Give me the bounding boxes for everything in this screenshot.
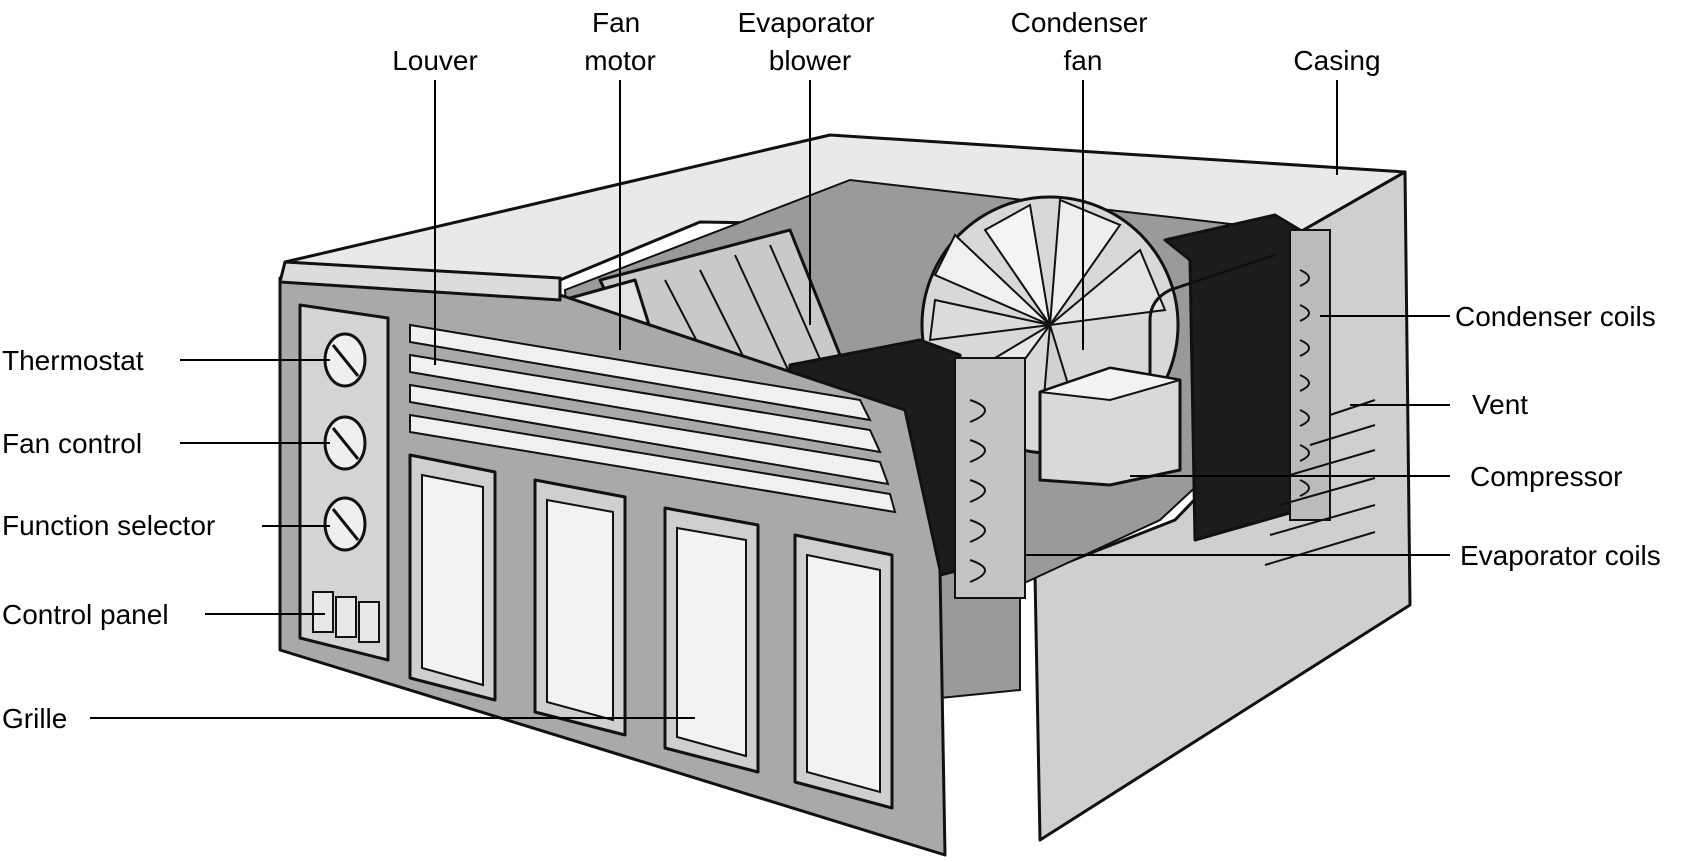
function-selector-knob: [323, 496, 367, 552]
label-louver: Louver: [392, 45, 478, 76]
label-compressor: Compressor: [1470, 461, 1622, 492]
compressor: [1038, 253, 1276, 487]
condenser-coils: [1163, 213, 1331, 542]
vent: [1264, 399, 1376, 566]
label-grille: Grille: [2, 703, 67, 734]
louver: [409, 323, 897, 514]
front-rim: [278, 260, 562, 302]
control-panel-buttons: [312, 591, 380, 643]
label-function-selector: Function selector: [2, 510, 215, 541]
label-fan-motor: Fan motor: [584, 7, 656, 76]
label-evaporator-coils: Evaporator coils: [1460, 540, 1661, 571]
labels: Louver Fan motor Evaporator blower Conde…: [2, 7, 1661, 734]
label-fan-control: Fan control: [2, 428, 142, 459]
label-thermostat: Thermostat: [2, 345, 144, 376]
thermostat-knob: [323, 332, 367, 388]
label-vent: Vent: [1472, 389, 1528, 420]
air-conditioner-illustration: [278, 133, 1412, 857]
label-condenser-fan: Condenser fan: [1011, 7, 1156, 76]
leader-lines: [90, 80, 1450, 719]
label-control-panel: Control panel: [2, 599, 169, 630]
label-casing: Casing: [1293, 45, 1380, 76]
label-evaporator-blower: Evaporator blower: [738, 7, 883, 76]
label-condenser-coils: Condenser coils: [1455, 301, 1656, 332]
grille: [408, 453, 894, 810]
fan-control-knob: [323, 415, 367, 471]
